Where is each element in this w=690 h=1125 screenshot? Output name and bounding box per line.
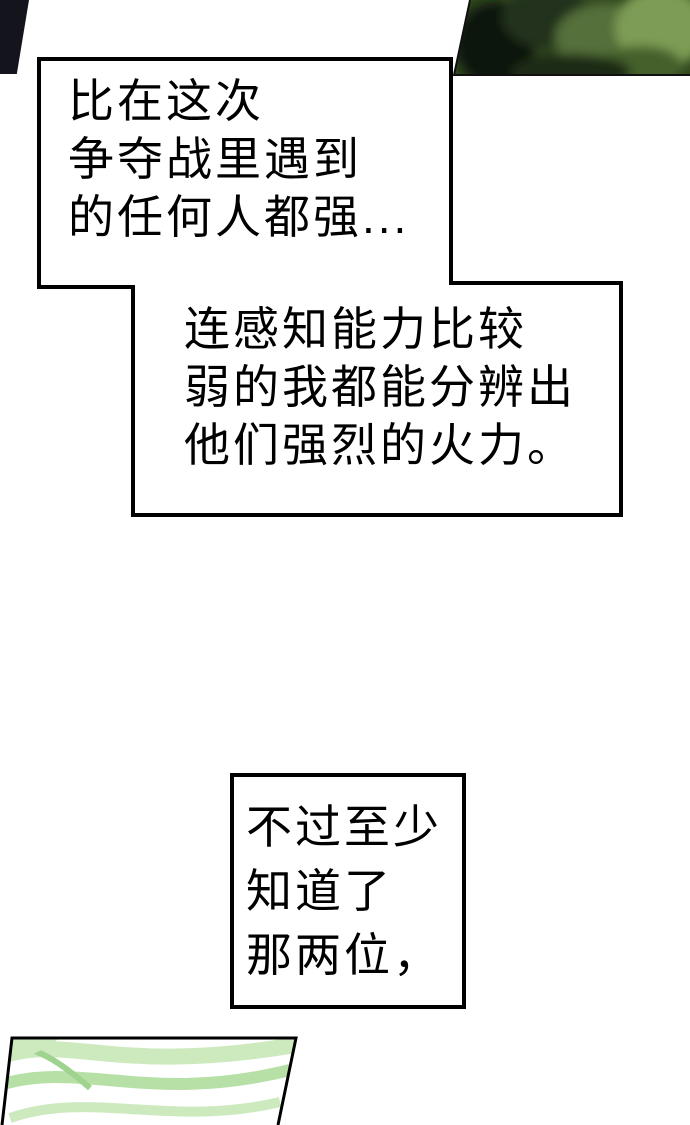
hair-panel-border <box>0 1036 298 1125</box>
photo-panel-border <box>453 0 690 76</box>
panel-bottom-hair <box>0 1036 298 1125</box>
panel-top-right-photo <box>453 0 690 76</box>
speech-line: 弱的我都能分辨出 <box>184 361 576 413</box>
bubble-outline <box>37 57 623 517</box>
speech-bubble-3-text: 不过至少 知道了 那两位， <box>246 795 442 987</box>
speech-line: 争夺战里遇到 <box>68 133 362 185</box>
speech-bubble-merged-shape <box>37 57 623 517</box>
speech-bubble-2: 连感知能力比较 弱的我都能分辨出 他们强烈的火力。 <box>184 300 576 474</box>
speech-line: 知道了 <box>246 865 393 917</box>
photo-foliage-blur <box>454 0 690 75</box>
hair-drawing <box>2 1038 296 1125</box>
speech-bubble-1: 比在这次 争夺战里遇到 的任何人都强... <box>68 72 409 246</box>
speech-line: 连感知能力比较 <box>184 303 527 355</box>
speech-line: 那两位， <box>246 929 442 981</box>
speech-line: 不过至少 <box>246 801 442 853</box>
speech-line: 比在这次 <box>68 75 264 127</box>
speech-line: 他们强烈的火力。 <box>184 419 576 471</box>
speech-line: 的任何人都强... <box>68 191 410 243</box>
speech-bubble-3 <box>230 773 466 1009</box>
